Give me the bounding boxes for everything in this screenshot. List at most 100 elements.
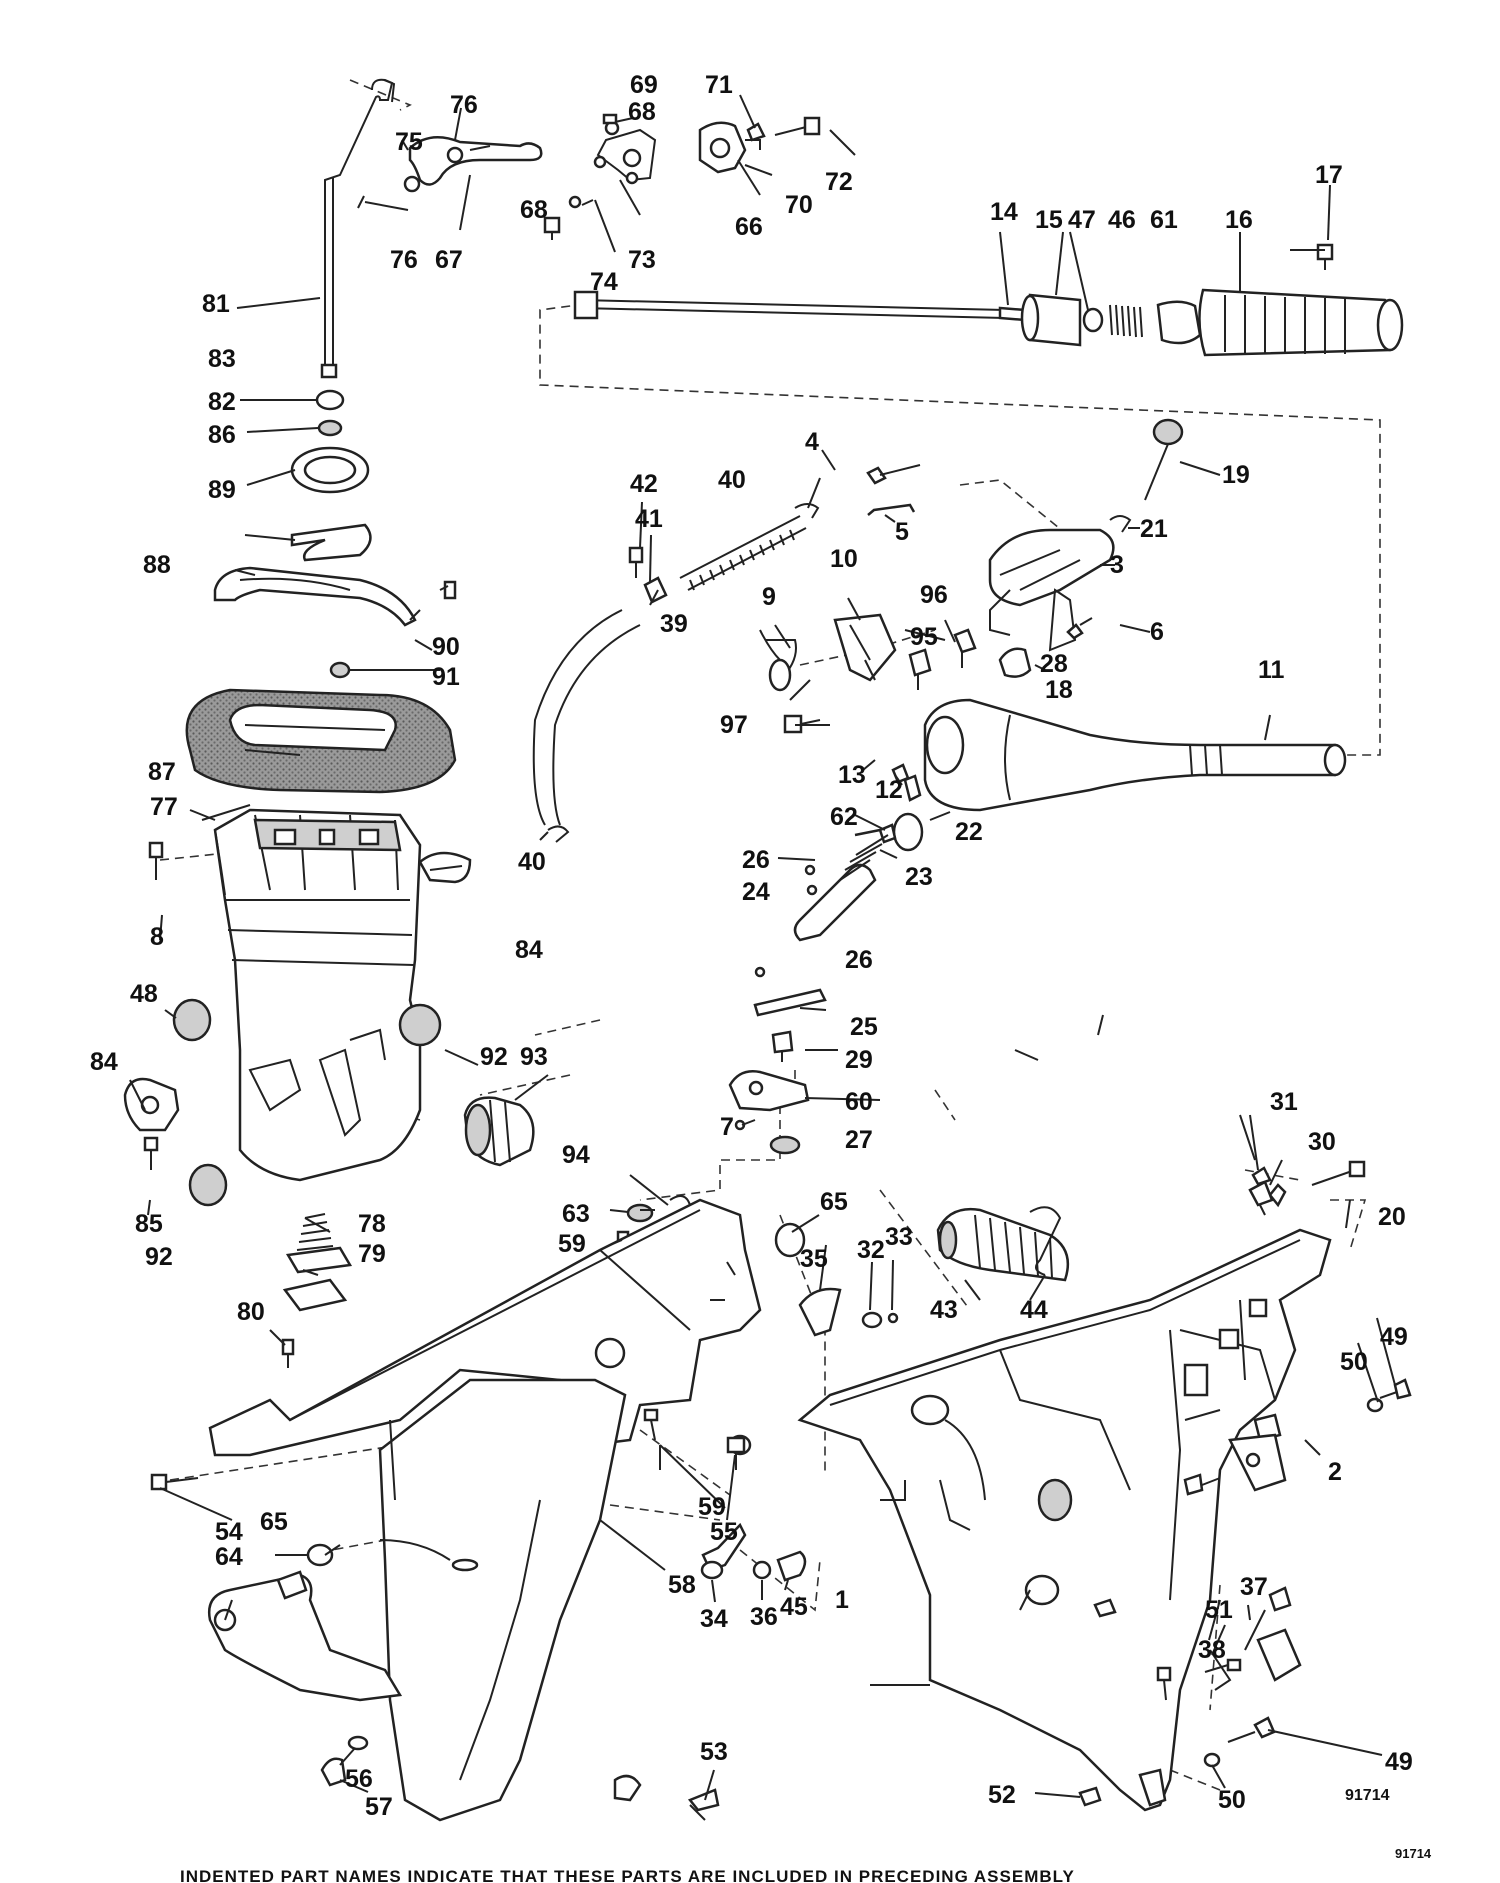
part-label-11: 11 [1258,656,1285,684]
part-label-55: 55 [710,1518,738,1546]
part-label-71: 71 [705,71,733,99]
part-label-1: 1 [835,1586,849,1614]
part-label-93: 93 [520,1043,548,1071]
part-label-22: 22 [955,818,983,846]
part-label-76a: 76 [450,91,478,119]
part-label-57: 57 [365,1793,393,1821]
part-label-78: 78 [358,1210,386,1238]
part-label-64: 64 [215,1543,243,1571]
part-label-47: 47 [1068,206,1096,234]
part-label-89: 89 [208,476,236,504]
part-label-72: 72 [825,168,853,196]
part-label-9: 9 [762,583,776,611]
part-label-5: 5 [895,518,909,546]
part-label-12: 12 [875,776,903,804]
part-label-24: 24 [742,878,770,906]
part-label-19: 19 [1222,461,1250,489]
part-label-6: 6 [1150,618,1164,646]
part-label-44: 44 [1020,1296,1048,1324]
leader-lines [129,94,1396,1801]
part-label-27: 27 [845,1126,873,1154]
part-label-96: 96 [920,581,948,609]
shift-rod-assembly [320,78,821,379]
part-label-75: 75 [395,128,423,156]
part-label-40a: 40 [718,466,746,494]
clamp-bracket-parts [616,1195,1070,1337]
part-label-69: 69 [630,71,658,99]
part-label-80: 80 [237,1298,265,1326]
steering-handle-cluster [759,418,1184,734]
part-label-84a: 84 [515,936,543,964]
part-label-59b: 59 [698,1493,726,1521]
part-label-30: 30 [1308,1128,1336,1156]
part-label-43: 43 [930,1296,958,1324]
part-label-51: 51 [1205,1596,1233,1624]
part-label-15: 15 [1035,206,1063,234]
part-label-59a: 59 [558,1230,586,1258]
part-label-90: 90 [432,633,460,661]
part-label-95: 95 [910,623,938,651]
part-label-13: 13 [838,761,866,789]
part-label-32: 32 [857,1236,885,1264]
part-label-65b: 65 [820,1188,848,1216]
part-label-65a: 65 [260,1508,288,1536]
part-label-23: 23 [905,863,933,891]
part-label-46: 46 [1108,206,1136,234]
part-label-7: 7 [720,1113,734,1141]
part-label-68a: 68 [628,98,656,126]
part-label-26a: 26 [742,846,770,874]
fuel-hose-assembly [532,503,820,843]
part-label-87: 87 [148,758,176,786]
part-label-53: 53 [700,1738,728,1766]
part-label-58: 58 [668,1571,696,1599]
part-label-54: 54 [215,1518,243,1546]
lower-pan-parts [185,389,457,794]
part-label-74: 74 [590,268,618,296]
steering-handle [793,698,1347,942]
part-label-97: 97 [720,711,748,739]
part-label-81: 81 [202,290,230,318]
part-label-83: 83 [208,345,236,373]
part-label-41: 41 [635,505,663,533]
throttle-shaft-and-grip [573,243,1404,357]
part-label-48: 48 [130,980,158,1008]
part-label-68b: 68 [520,196,548,224]
part-label-45: 45 [780,1593,808,1621]
footer-note: INDENTED PART NAMES INDICATE THAT THESE … [180,1867,1075,1883]
part-label-77: 77 [150,793,178,821]
part-label-16: 16 [1225,206,1253,234]
part-label-62: 62 [830,803,858,831]
part-label-31: 31 [1270,1088,1298,1116]
part-label-33: 33 [885,1223,913,1251]
part-label-17: 17 [1315,161,1343,189]
part-label-66: 66 [735,213,763,241]
part-label-42: 42 [630,470,658,498]
part-label-82: 82 [208,388,236,416]
part-label-37: 37 [1240,1573,1268,1601]
part-label-50a: 50 [1340,1348,1368,1376]
part-labels: 1 2 3 4 5 6 7 8 9 10 11 12 13 14 15 16 1… [90,71,1432,1883]
part-label-35: 35 [800,1245,828,1273]
part-label-56: 56 [345,1765,373,1793]
part-label-67: 67 [435,246,463,274]
exhaust-housing [123,808,472,1207]
part-label-25: 25 [850,1013,878,1041]
part-label-18: 18 [1045,676,1073,704]
part-label-49a: 49 [1380,1323,1408,1351]
part-label-73: 73 [628,246,656,274]
part-label-88: 88 [143,551,171,579]
part-label-84b: 84 [90,1048,118,1076]
part-label-29: 29 [845,1046,873,1074]
part-label-70: 70 [785,191,813,219]
part-label-60: 60 [845,1088,873,1116]
part-label-92b: 92 [145,1243,173,1271]
part-label-14: 14 [990,198,1018,226]
right-stern-bracket [797,1160,1412,1812]
part-label-38: 38 [1198,1636,1226,1664]
part-label-2: 2 [1328,1458,1342,1486]
part-label-49b: 49 [1385,1748,1413,1776]
part-label-63: 63 [562,1200,590,1228]
part-label-34: 34 [700,1605,728,1633]
part-label-36: 36 [750,1603,778,1631]
